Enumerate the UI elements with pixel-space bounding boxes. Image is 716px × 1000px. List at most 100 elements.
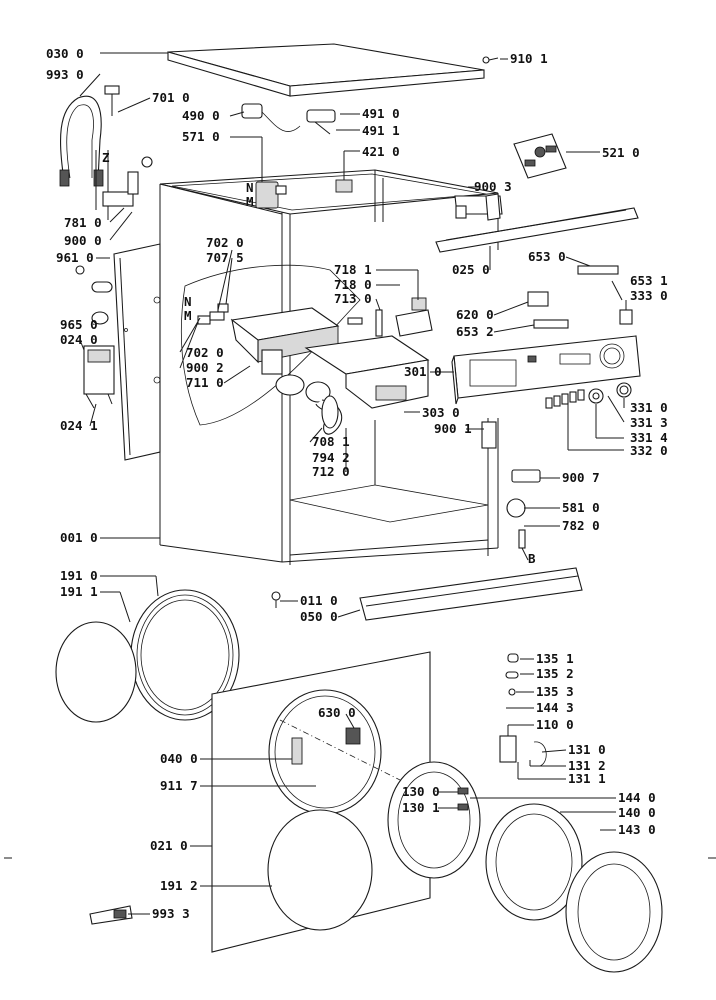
cross-rail-900-3 — [454, 193, 503, 221]
label-900-0: 900 0 — [64, 233, 102, 248]
label-961-0: 961 0 — [56, 250, 94, 265]
pump-024 — [83, 345, 115, 409]
label-011-0: 011 0 — [300, 593, 338, 608]
cabinet-body — [159, 169, 499, 565]
top-rail-025 — [435, 207, 639, 253]
label-900-7: 900 7 — [562, 470, 600, 485]
label-911-7: 911 7 — [160, 778, 198, 793]
label-630-0: 630 0 — [318, 705, 356, 720]
control-panel-301 — [451, 335, 641, 405]
label-993-3: 993 3 — [152, 906, 190, 921]
label-135-1: 135 1 — [536, 651, 574, 666]
drawer-303 — [304, 335, 430, 409]
part-653-1 — [619, 300, 633, 325]
label-191-2: 191 2 — [160, 878, 198, 893]
control-module-521 — [513, 133, 567, 179]
label-794-2: 794 2 — [312, 450, 350, 465]
top-lid — [167, 43, 485, 97]
screw-011 — [271, 591, 281, 608]
knobs-331 — [588, 382, 632, 404]
plinth-050 — [359, 567, 583, 621]
label-191-1: 191 1 — [60, 584, 98, 599]
label-135-3: 135 3 — [536, 684, 574, 699]
valve-assembly-702 — [197, 303, 229, 325]
label-040-0: 040 0 — [160, 751, 198, 766]
label-331-3: 331 3 — [630, 415, 668, 430]
label-131-2: 131 2 — [568, 758, 606, 773]
hinge-110 — [499, 735, 547, 767]
label-571-0: 571 0 — [182, 129, 220, 144]
label-653-1: 653 1 — [630, 273, 668, 288]
label-993-0: 993 0 — [46, 67, 84, 82]
hose-708 — [305, 381, 343, 435]
label-valve-m-2: M — [184, 308, 192, 323]
water-valves — [241, 103, 336, 135]
label-653-0: 653 0 — [528, 249, 566, 264]
part-number-labels: 030 0 993 0 701 0 490 0 491 0 491 1 571 … — [46, 46, 668, 921]
label-781-0: 781 0 — [64, 215, 102, 230]
label-702-0-top: 702 0 — [206, 235, 244, 250]
label-wire-z: Z — [102, 150, 110, 165]
label-025-0: 025 0 — [452, 262, 490, 277]
cable-clip-701 — [95, 85, 153, 220]
label-711-0: 711 0 — [186, 375, 224, 390]
label-131-0: 131 0 — [568, 742, 606, 757]
label-130-1: 130 1 — [402, 800, 440, 815]
parts-718 — [347, 297, 433, 337]
label-110-0: 110 0 — [536, 717, 574, 732]
label-620-0: 620 0 — [456, 307, 494, 322]
buttons-332 — [545, 389, 585, 409]
label-331-4: 331 4 — [630, 430, 668, 445]
label-valve-m-1: M — [246, 194, 254, 209]
label-144-3: 144 3 — [536, 700, 574, 715]
label-144-0: 144 0 — [618, 790, 656, 805]
label-143-0: 143 0 — [618, 822, 656, 837]
label-140-0: 140 0 — [618, 805, 656, 820]
label-708-1: 708 1 — [312, 434, 350, 449]
label-581-0: 581 0 — [562, 500, 600, 515]
label-900-3: 900 3 — [474, 179, 512, 194]
label-491-0: 491 0 — [362, 106, 400, 121]
label-050-0: 050 0 — [300, 609, 338, 624]
label-910-1: 910 1 — [510, 51, 548, 66]
label-713-0: 713 0 — [334, 291, 372, 306]
label-135-2: 135 2 — [536, 666, 574, 681]
label-965-0: 965 0 — [60, 317, 98, 332]
label-702-0-bottom: 702 0 — [186, 345, 224, 360]
handle-993-3 — [89, 905, 133, 925]
door-gasket-191 — [55, 589, 240, 723]
label-491-1: 491 1 — [362, 123, 400, 138]
label-301-0: 301 0 — [404, 364, 442, 379]
label-303-0: 303 0 — [422, 405, 460, 420]
door-assembly-140 — [387, 761, 663, 973]
inlet-hose — [59, 95, 104, 187]
hinge-parts-135 — [505, 653, 519, 709]
label-b: B — [528, 551, 536, 566]
label-653-2: 653 2 — [456, 324, 494, 339]
solenoid-valve-571 — [255, 181, 287, 209]
label-707-5: 707 5 — [206, 250, 244, 265]
label-191-0: 191 0 — [60, 568, 98, 583]
label-130-0: 130 0 — [402, 784, 440, 799]
label-782-0: 782 0 — [562, 518, 600, 533]
bracket-900-1 — [481, 421, 497, 470]
part-421 — [335, 179, 353, 193]
label-001-0: 001 0 — [60, 530, 98, 545]
screw-910 — [482, 56, 499, 64]
label-333-0: 333 0 — [630, 288, 668, 303]
part-653-0 — [577, 265, 619, 275]
label-030-0: 030 0 — [46, 46, 84, 61]
label-521-0: 521 0 — [602, 145, 640, 160]
front-panel-021 — [211, 651, 431, 953]
label-701-0: 701 0 — [152, 90, 190, 105]
label-valve-n-2: N — [184, 294, 192, 309]
label-490-0: 490 0 — [182, 108, 220, 123]
label-024-1: 024 1 — [60, 418, 98, 433]
label-021-0: 021 0 — [150, 838, 188, 853]
label-718-1: 718 1 — [334, 262, 372, 277]
label-421-0: 421 0 — [362, 144, 400, 159]
label-valve-n-1: N — [246, 180, 254, 195]
label-900-1: 900 1 — [434, 421, 472, 436]
switch-panel-620 — [527, 291, 569, 329]
